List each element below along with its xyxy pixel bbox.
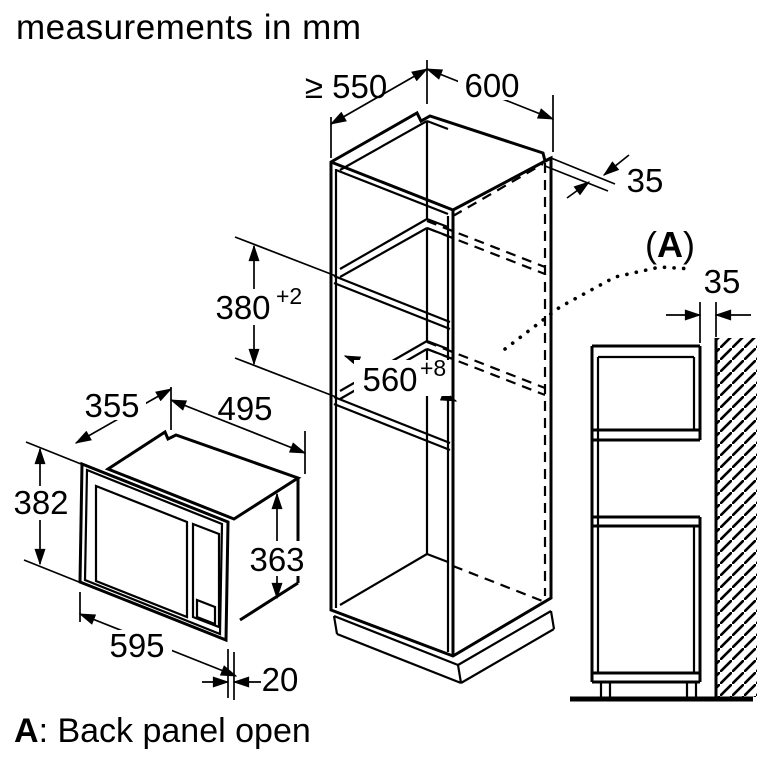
footnote-text: : Back panel open xyxy=(38,712,311,750)
dimension-label-appliance-body-height: 363 xyxy=(249,541,304,578)
footnote: A: Back panel open xyxy=(14,712,311,751)
microwave-isometric-view xyxy=(78,429,302,643)
dimension-label-appliance-depth: 355 xyxy=(84,387,139,424)
dimension-label-frame-protrusion: 20 xyxy=(262,661,299,698)
dimension-rear-gap-top: 35 xyxy=(544,154,664,199)
dimension-appliance-body-height: 363 xyxy=(245,492,307,600)
dimension-label-cabinet-width: 600 xyxy=(464,67,519,104)
cabinet-front-frame-inner-edges xyxy=(334,168,450,652)
cabinet-shelf-hidden-edges xyxy=(426,163,546,604)
dimension-label-niche-width: 560 xyxy=(362,361,417,398)
dimension-cabinet-width: 600 xyxy=(425,67,555,152)
dimension-label-appliance-body-width: 495 xyxy=(217,390,272,427)
cabinet-top-face-edges xyxy=(330,156,552,212)
microwave-front-frame-inner xyxy=(83,468,224,636)
side-view-feet xyxy=(599,682,698,697)
dimension-rear-gap-side: 35 xyxy=(666,263,751,343)
dimension-label-niche-depth: ≥ 550 xyxy=(305,68,387,105)
dimension-niche-width: 560 +8 xyxy=(343,355,458,402)
dimension-appliance-depth: 355 xyxy=(25,387,173,467)
cabinet-shelf-front-edges xyxy=(333,274,451,452)
page-title: measurements in mm xyxy=(16,8,362,47)
dimension-appliance-front-height: 382 xyxy=(10,447,85,585)
dimension-appliance-front-width: 595 xyxy=(78,592,238,677)
side-view-cabinet-outline xyxy=(590,344,702,684)
dimension-niche-height: 380 +2 xyxy=(211,236,337,398)
wall-hatching xyxy=(714,338,757,697)
dimension-appliance-body-width: 495 xyxy=(169,390,307,474)
cabinet-isometric-view xyxy=(329,110,556,685)
cabinet-niche-interior xyxy=(339,226,449,392)
dimension-label-rear-gap-side: 35 xyxy=(704,263,741,300)
marker-label-a: (A) xyxy=(645,224,695,265)
marker-leader-dots xyxy=(503,265,694,351)
cabinet-plinth xyxy=(332,610,556,685)
dimension-niche-depth: ≥ 550 xyxy=(305,60,429,158)
dimension-frame-protrusion: 20 xyxy=(202,649,298,700)
cabinet-top-compartment-interior xyxy=(339,119,449,270)
dimension-label-niche-width-tolerance: +8 xyxy=(420,355,446,381)
microwave-front-frame xyxy=(78,461,230,643)
dimension-label-rear-gap-top: 35 xyxy=(627,162,664,199)
dimension-label-niche-height: 380 xyxy=(215,289,270,326)
side-view-cabinet-inner-walls xyxy=(596,355,696,673)
section-marker-a: (A) xyxy=(503,224,695,351)
dimension-label-appliance-front-width: 595 xyxy=(109,627,164,664)
footnote-key: A xyxy=(14,712,39,750)
cabinet-side-view xyxy=(570,338,757,702)
dimension-label-niche-height-tolerance: +2 xyxy=(276,283,302,309)
dimension-label-appliance-front-height: 382 xyxy=(13,484,68,521)
wall-hatch-area xyxy=(717,338,757,697)
microwave-body-top-face xyxy=(104,429,302,521)
